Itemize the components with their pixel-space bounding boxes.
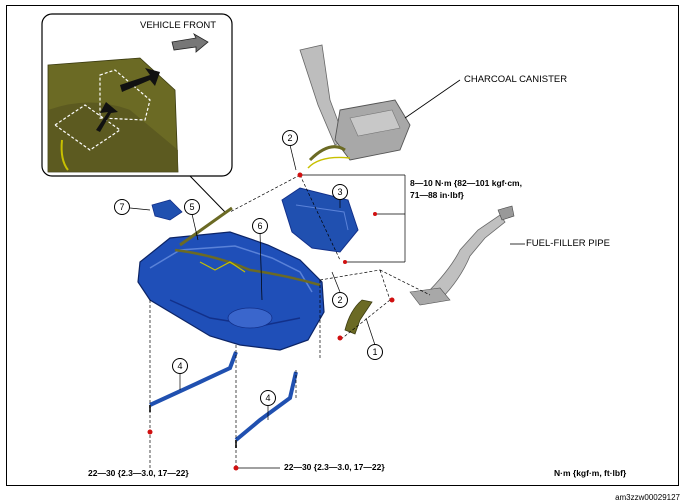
arrow-right-icon (120, 68, 160, 92)
fuel-filler-pipe-label: FUEL-FILLER PIPE (526, 238, 610, 249)
torque-upper-line2: 71—88 in·lbf} (410, 190, 464, 200)
torque-lower-right: 22—30 {2.3—3.0, 17—22} (284, 462, 385, 472)
callout-2-upper: 2 (282, 130, 298, 146)
callout-4-right: 4 (260, 390, 276, 406)
fuel-pump-cover (151, 199, 183, 221)
callout-1: 1 (367, 344, 383, 360)
detail-inset (41, 13, 233, 177)
arrow-up-icon (96, 102, 118, 132)
callout-4-left: 4 (172, 358, 188, 374)
diagram-frame (6, 5, 679, 486)
torque-upper-line1: 8—10 N·m {82—101 kgf·cm, (410, 178, 522, 188)
callout-2-lower: 2 (332, 292, 348, 308)
vehicle-front-arrow-icon (171, 32, 209, 53)
fuel-filler-pipe (409, 205, 525, 306)
charcoal-canister-label: CHARCOAL CANISTER (464, 74, 568, 85)
inset-pointer (189, 175, 226, 213)
units-label: N·m {kgf·m, ft·lbf} (554, 468, 627, 478)
charcoal-canister (299, 44, 461, 169)
callout-5: 5 (184, 199, 200, 215)
torque-leaders (236, 174, 406, 469)
vehicle-front-label: VEHICLE FRONT (140, 20, 217, 31)
bolt-icon (147, 172, 395, 471)
torque-lower-left: 22—30 {2.3—3.0, 17—22} (88, 468, 189, 478)
heat-insulator (281, 187, 359, 253)
callout-7: 7 (114, 199, 130, 215)
leader-lines (149, 174, 431, 468)
figure-code: am3zzw00029127 (615, 493, 680, 502)
fuel-tank (137, 206, 325, 351)
callout-6: 6 (252, 218, 268, 234)
filler-hose (344, 299, 373, 335)
callout-3: 3 (332, 184, 348, 200)
